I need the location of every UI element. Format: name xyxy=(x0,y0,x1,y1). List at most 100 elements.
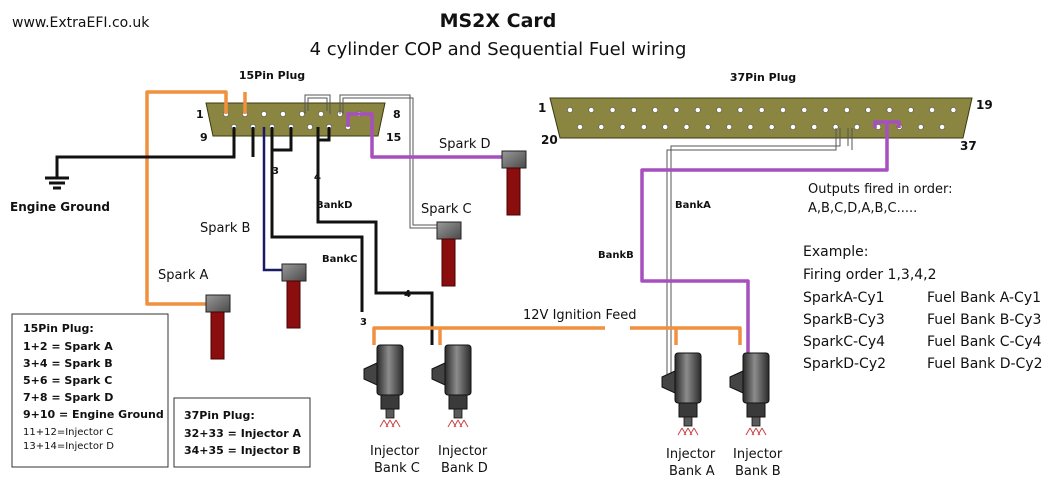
pin-hole xyxy=(950,107,957,113)
injectors xyxy=(363,344,770,436)
wire3-label-top: 3 xyxy=(272,166,279,177)
plug15-pin8: 8 xyxy=(393,108,401,121)
injector-c-label-1: Injector xyxy=(370,444,420,459)
pin-hole xyxy=(780,107,786,113)
legend37-lines: 32+33 = Injector A 34+35 = Injector B xyxy=(184,427,301,457)
outputs-line-1: Outputs fired in order: xyxy=(808,182,953,197)
plug15-pin9: 9 xyxy=(200,131,208,144)
firing-order: Firing order 1,3,4,2 xyxy=(803,267,937,283)
wire-spark-c xyxy=(304,94,440,229)
coil-spark-b xyxy=(281,263,307,329)
legend37-title: 37Pin Plug: xyxy=(184,409,255,422)
injector-d-label-1: Injector xyxy=(438,444,488,459)
wire4-label-top: 4 xyxy=(314,172,321,183)
coil-spark-d xyxy=(501,150,527,216)
wire-spark-d xyxy=(346,112,502,159)
wire4-label-bottom: 4 xyxy=(404,289,411,300)
pin-hole xyxy=(844,107,850,113)
injector-a-label-2: Bank A xyxy=(669,464,715,479)
pin-hole xyxy=(673,107,680,113)
pin-hole xyxy=(598,124,605,130)
pin-hole xyxy=(683,124,690,130)
legend15-line: 9+10 = Engine Ground xyxy=(23,408,164,421)
legend37-box xyxy=(173,397,311,468)
wire-bank-c xyxy=(270,127,364,312)
bank-b-wire-label: BankB xyxy=(598,250,634,261)
pin-hole xyxy=(768,124,775,130)
wire-12v-feed xyxy=(372,326,742,345)
example-spark: SparkA-Cy1 xyxy=(803,290,885,306)
legend15-box xyxy=(11,313,169,468)
pin-hole xyxy=(726,124,732,130)
plug37-pin37: 37 xyxy=(960,139,977,153)
example-fuel: Fuel Bank A-Cy1 xyxy=(927,290,1041,306)
pin-hole xyxy=(652,107,659,113)
injector-a-label-1: Injector xyxy=(666,447,716,462)
pin-hole xyxy=(822,107,829,113)
injector-bank-c xyxy=(363,344,404,428)
legend37-line: 32+33 = Injector A xyxy=(184,427,301,440)
plug15-title: 15Pin Plug xyxy=(239,69,305,82)
pin-hole xyxy=(747,124,754,130)
example-spark: SparkD-Cy2 xyxy=(803,356,886,372)
injector-bank-a xyxy=(661,352,702,436)
plug37-pin1: 1 xyxy=(538,101,546,115)
coil-spark-c xyxy=(436,221,462,287)
pin-hole xyxy=(716,107,722,113)
pin-hole xyxy=(577,124,583,130)
engine-ground-label: Engine Ground xyxy=(10,200,110,214)
pin-hole xyxy=(790,124,796,130)
pin-hole xyxy=(917,124,924,130)
injector-bank-d xyxy=(431,344,472,428)
pin-hole xyxy=(907,107,914,113)
pin-hole xyxy=(758,107,765,113)
spark-d-label: Spark D xyxy=(439,137,491,152)
site-url: www.ExtraEFI.co.uk xyxy=(12,15,150,31)
bank-d-wire-label: BankD xyxy=(316,200,352,211)
plug37-title: 37Pin Plug xyxy=(730,71,796,84)
injector-b-label-2: Bank B xyxy=(735,464,781,479)
pin-hole xyxy=(939,124,945,130)
spark-a-label: Spark A xyxy=(158,268,208,283)
outputs-line-2: A,B,C,D,A,B,C..... xyxy=(808,201,917,216)
example-fuel: Fuel Bank D-Cy2 xyxy=(927,356,1043,372)
plug37-connector xyxy=(549,97,973,139)
spark-c-label: Spark C xyxy=(421,202,472,217)
injector-bank-b xyxy=(729,352,770,436)
legend15-small-line: 11+12=Injector C xyxy=(23,427,113,438)
legend15-line: 3+4 = Spark B xyxy=(23,357,113,370)
pin-hole xyxy=(737,107,744,113)
pin-hole xyxy=(694,107,701,113)
injector-c-label-2: Bank C xyxy=(374,461,420,476)
example-fuel: Fuel Bank B-Cy3 xyxy=(927,312,1041,328)
legend15-line: 7+8 = Spark D xyxy=(23,391,113,404)
pin-hole xyxy=(704,124,711,130)
pin-hole xyxy=(641,124,647,130)
pin-hole xyxy=(631,107,637,113)
wire-spark-a xyxy=(145,90,247,306)
wire3-label-bottom: 3 xyxy=(360,317,367,328)
pin-hole xyxy=(929,107,935,113)
example-spark: SparkC-Cy4 xyxy=(803,334,885,350)
pin-hole xyxy=(801,107,808,113)
wire-engine-ground xyxy=(45,127,255,190)
legend37-line: 34+35 = Injector B xyxy=(184,444,301,457)
legend15-line: 5+6 = Spark C xyxy=(23,374,112,387)
legend15-line: 1+2 = Spark A xyxy=(23,340,113,353)
pin-hole xyxy=(588,107,595,113)
legend15-small-line: 13+14=Injector D xyxy=(23,441,114,452)
spark-b-label: Spark B xyxy=(200,221,250,236)
legend15-title: 15Pin Plug: xyxy=(23,322,94,335)
coil-spark-a xyxy=(205,294,231,360)
pin-hole xyxy=(886,107,893,113)
wire-bank-a xyxy=(666,128,853,378)
example-spark: SparkB-Cy3 xyxy=(803,312,885,328)
plug37-pin19: 19 xyxy=(976,98,993,112)
diagram-subtitle: 4 cylinder COP and Sequential Fuel wirin… xyxy=(310,39,687,60)
pin-hole xyxy=(854,124,860,130)
plug15-pin1: 1 xyxy=(196,108,204,121)
pin-hole xyxy=(662,124,669,130)
